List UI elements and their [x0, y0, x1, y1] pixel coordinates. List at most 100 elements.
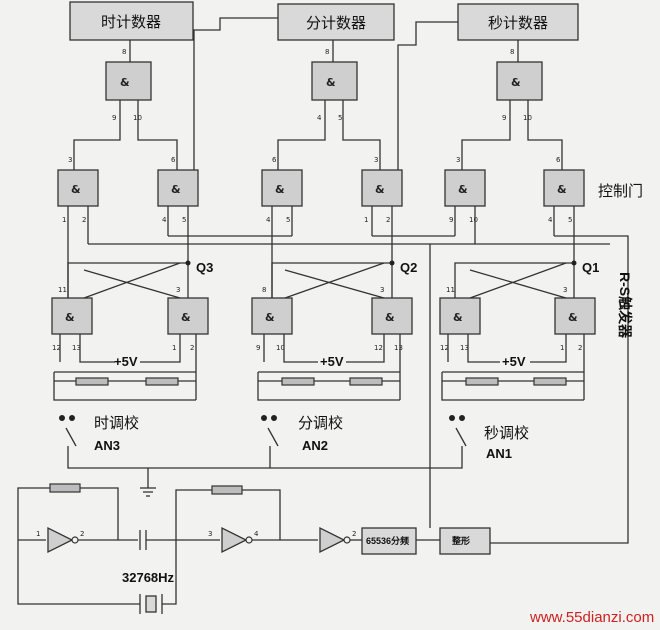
pin-label: 10: [276, 344, 285, 352]
control-gate: &: [543, 169, 585, 207]
switch-an1: [449, 415, 467, 447]
pin-label: 11: [58, 286, 67, 294]
divider-box: [361, 527, 417, 555]
q1-label: Q1: [582, 260, 599, 275]
switch-an3: [59, 415, 77, 447]
pin-label: 8: [262, 286, 266, 294]
supply-label: +5V: [502, 354, 526, 369]
gate-symbol: &: [181, 311, 191, 324]
pin-label: 3: [176, 286, 180, 294]
control-gate-label: 控制门: [598, 182, 643, 200]
pin-label: 11: [446, 286, 455, 294]
inverter: [47, 526, 74, 554]
pin-label: 4: [254, 530, 259, 538]
pin-label: 9: [502, 114, 506, 122]
pin-label: 3: [208, 530, 212, 538]
hour-counter-label: 时计数器: [101, 13, 161, 31]
shaping-label: 整形: [451, 535, 470, 546]
gate-symbol: &: [120, 76, 130, 89]
pin-label: 12: [52, 344, 61, 352]
pin-label: 13: [72, 344, 81, 352]
rs-gate: &: [167, 297, 209, 335]
gate-symbol: &: [326, 76, 336, 89]
pin-label: 10: [133, 114, 142, 122]
pin-label: 1: [36, 530, 40, 538]
gate-symbol: &: [265, 311, 275, 324]
pin-label: 8: [122, 48, 126, 56]
rs-gate: &: [439, 297, 481, 335]
second-adjust-label: 秒调校: [484, 424, 529, 442]
rs-gate: &: [371, 297, 413, 335]
hour-counter-box: [69, 1, 194, 41]
pin-label: 5: [182, 216, 186, 224]
pin-label: 12: [374, 344, 383, 352]
gate-symbol: &: [71, 183, 81, 196]
supply-label: +5V: [114, 354, 138, 369]
gate-symbol: &: [568, 311, 578, 324]
pin-label: 3: [374, 156, 378, 164]
pin-label: 2: [190, 344, 194, 352]
nand-gate: &: [311, 61, 358, 101]
minute-counter-box: [277, 3, 395, 41]
rs-gate: &: [251, 297, 293, 335]
pin-label: 8: [510, 48, 514, 56]
pin-label: 2: [82, 216, 86, 224]
pin-label: 2: [386, 216, 390, 224]
gate-symbol: &: [171, 183, 181, 196]
shaping-box: [439, 527, 491, 555]
pin-label: 10: [469, 216, 478, 224]
pin-label: 12: [440, 344, 449, 352]
second-counter-label: 秒计数器: [488, 14, 548, 32]
gate-symbol: &: [65, 311, 75, 324]
control-gate: &: [444, 169, 486, 207]
crystal-frequency: 32768Hz: [122, 570, 175, 585]
pin-label: 13: [394, 344, 403, 352]
gate-symbol: &: [375, 183, 385, 196]
pin-label: 13: [460, 344, 469, 352]
pin-label: 3: [456, 156, 460, 164]
switch-an2: [261, 415, 279, 447]
pin-label: 3: [563, 286, 567, 294]
pin-label: 4: [548, 216, 553, 224]
pin-label: 4: [266, 216, 271, 224]
rs-flipflop-label: R-S触发器: [617, 272, 633, 339]
gate-symbol: &: [511, 76, 521, 89]
an1-label: AN1: [486, 446, 512, 461]
pin-label: 6: [272, 156, 277, 164]
minute-adjust-label: 分调校: [298, 414, 343, 432]
an3-label: AN3: [94, 438, 120, 453]
pin-label: 2: [352, 530, 356, 538]
nand-gate: &: [105, 61, 152, 101]
nand-gate: &: [496, 61, 543, 101]
pin-label: 6: [171, 156, 176, 164]
pin-label: 4: [317, 114, 322, 122]
control-gate: &: [57, 169, 99, 207]
pin-label: 5: [338, 114, 342, 122]
pin-label: 1: [62, 216, 66, 224]
control-gate: &: [157, 169, 199, 207]
pin-label: 5: [286, 216, 290, 224]
control-gate: &: [261, 169, 303, 207]
q2-label: Q2: [400, 260, 417, 275]
minute-counter-label: 分计数器: [306, 14, 366, 32]
gate-symbol: &: [557, 183, 567, 196]
pin-label: 5: [568, 216, 572, 224]
inverter: [319, 526, 346, 554]
rs-gate: &: [51, 297, 93, 335]
pin-label: 3: [380, 286, 384, 294]
pin-label: 2: [578, 344, 582, 352]
pin-label: 1: [364, 216, 368, 224]
pin-label: 9: [449, 216, 453, 224]
an2-label: AN2: [302, 438, 328, 453]
inverter: [221, 526, 248, 554]
watermark: www.55dianzi.com: [529, 609, 654, 626]
pin-label: 8: [325, 48, 329, 56]
pin-label: 6: [556, 156, 561, 164]
pin-label: 2: [80, 530, 84, 538]
gate-symbol: &: [385, 311, 395, 324]
pin-label: 9: [256, 344, 260, 352]
pin-label: 10: [523, 114, 532, 122]
gate-symbol: &: [458, 183, 468, 196]
gate-symbol: &: [275, 183, 285, 196]
